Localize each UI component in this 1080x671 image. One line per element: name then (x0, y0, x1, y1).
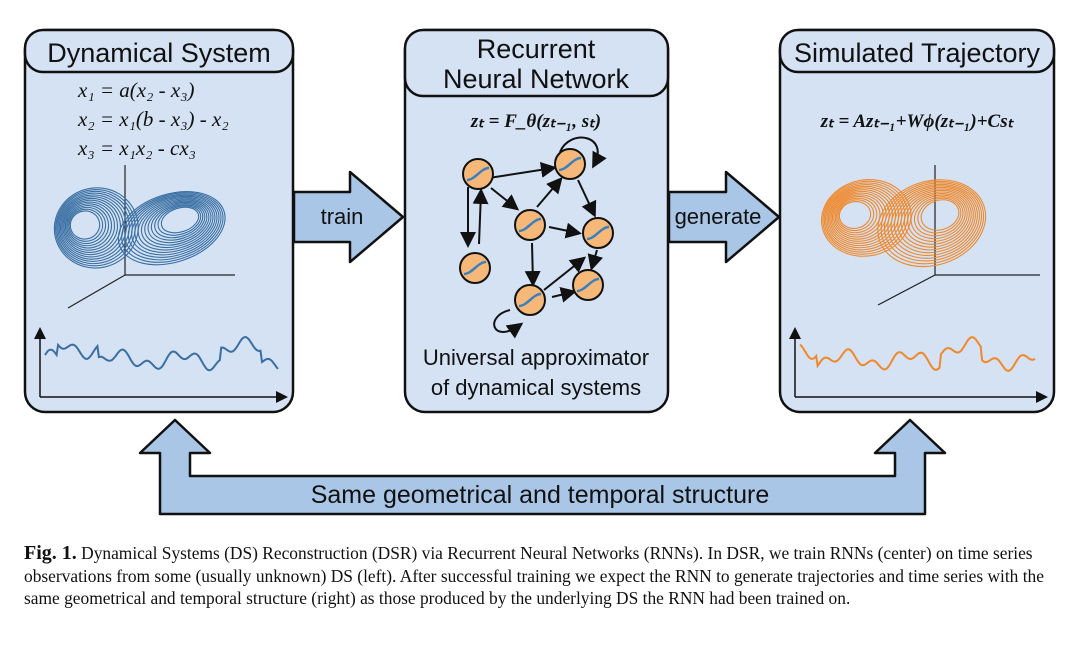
attractor-orbit (827, 187, 897, 247)
generate-label: generate (675, 204, 762, 229)
panel-title-right: Simulated Trajectory (794, 38, 1041, 68)
activation-curve (558, 156, 582, 172)
sim-timeseries-axes (789, 327, 1048, 403)
attractor-orbit (61, 197, 121, 256)
attractor-orbit (64, 203, 113, 249)
attractor-orbit (154, 204, 204, 239)
attractor-orbit (903, 191, 970, 245)
attractor-orbit (830, 190, 890, 242)
banner-text: Same geometrical and temporal structure (311, 481, 770, 509)
attractor-orbit (150, 203, 206, 241)
ds-equation-1: x₁ = a(x₂ - x₃) (77, 78, 195, 102)
rnn-edges (460, 136, 607, 339)
panel-title-middle-2: Neural Network (443, 64, 630, 94)
attractor-orbit (910, 194, 966, 240)
figure-diagram: Same geometrical and temporal structure … (23, 28, 1056, 516)
activation-curve (518, 292, 542, 308)
attractor-orbit (897, 188, 974, 251)
attractor-orbit (880, 180, 985, 265)
attractor-orbit (883, 182, 983, 262)
attractor-orbit (820, 179, 912, 257)
sim-equation: zₜ = Azₜ₋₁+Wϕ(zₜ₋₁)+Csₜ (820, 111, 1015, 132)
activation-curve (466, 166, 490, 182)
attractor-orbit (890, 185, 978, 256)
activation-curve (463, 260, 487, 276)
attractor-orbit (147, 201, 208, 244)
activation-curve (586, 225, 610, 241)
attractor-orbit (134, 197, 216, 253)
attractor-orbit (63, 201, 116, 251)
attractor-orbit (826, 185, 900, 249)
attractor-orbit (157, 205, 202, 236)
panel-title-middle-1: Recurrent (477, 34, 596, 64)
panel-title-left: Dynamical System (47, 38, 271, 68)
attractor-orbit (66, 205, 110, 247)
attractor-orbit (127, 194, 220, 258)
attractor-orbit (67, 206, 107, 245)
attractor-orbit (121, 192, 224, 263)
attractor-orbit (822, 180, 909, 255)
ds-attractor (53, 187, 226, 269)
ds-timeseries (44, 336, 279, 372)
attractor-orbit (144, 200, 210, 246)
caption-text: Dynamical Systems (DS) Reconstruction (D… (24, 543, 1044, 608)
attractor-orbit (917, 197, 962, 234)
attractor-orbit (920, 199, 960, 231)
attractor-orbit (907, 193, 968, 242)
train-label: train (321, 204, 364, 229)
universal-approximator-line-1: Universal approximator (423, 345, 649, 370)
attractor-orbit (837, 199, 875, 232)
attractor-orbit (887, 183, 980, 259)
attractor-orbit (913, 196, 964, 237)
figure-caption: Fig. 1. Dynamical Systems (DS) Reconstru… (24, 542, 1060, 610)
attractor-orbit (838, 201, 872, 229)
attractor-orbit (69, 210, 101, 240)
attractor-orbit (893, 186, 976, 254)
sim-timeseries (799, 336, 1036, 372)
universal-approximator-line-2: of dynamical systems (431, 375, 641, 400)
panel-title-box-middle (403, 28, 670, 98)
panel-title-box-right (778, 28, 1056, 74)
sim-attractor (820, 179, 987, 268)
attractor-orbit (140, 199, 212, 249)
caption-label: Fig. 1. (24, 542, 77, 564)
attractor-orbit (829, 189, 893, 244)
rnn-equation: zₜ = F_θ(zₜ₋₁, sₜ) (470, 111, 601, 132)
attractor-orbit (834, 195, 881, 236)
feedback-arrow (138, 418, 947, 516)
attractor-orbit (137, 198, 214, 251)
attractor-orbit (877, 179, 987, 268)
panel-title-box-left (23, 28, 295, 74)
ds-timeseries-axes (34, 327, 288, 403)
train-arrow (292, 170, 405, 264)
generate-arrow (667, 170, 781, 264)
attractor-orbit (131, 195, 218, 256)
ds-equation-3: x₃ = x₁x₂ - cx₃ (77, 136, 196, 160)
attractor-orbit (62, 199, 118, 253)
attractor-orbit (160, 206, 200, 234)
activation-curve (518, 217, 542, 233)
attractor-orbit (825, 184, 903, 251)
attractor-orbit (68, 208, 104, 242)
attractor-orbit (836, 197, 878, 234)
attractor-orbit (823, 182, 906, 253)
attractor-orbit (124, 193, 222, 261)
attractor-orbit (59, 196, 124, 258)
ds-equation-2: x₂ = x₁(b - x₃) - x₂ (77, 107, 229, 131)
activation-curve (576, 277, 600, 293)
rnn-nodes (459, 148, 614, 316)
attractor-orbit (117, 191, 226, 266)
attractor-orbit (900, 189, 972, 248)
